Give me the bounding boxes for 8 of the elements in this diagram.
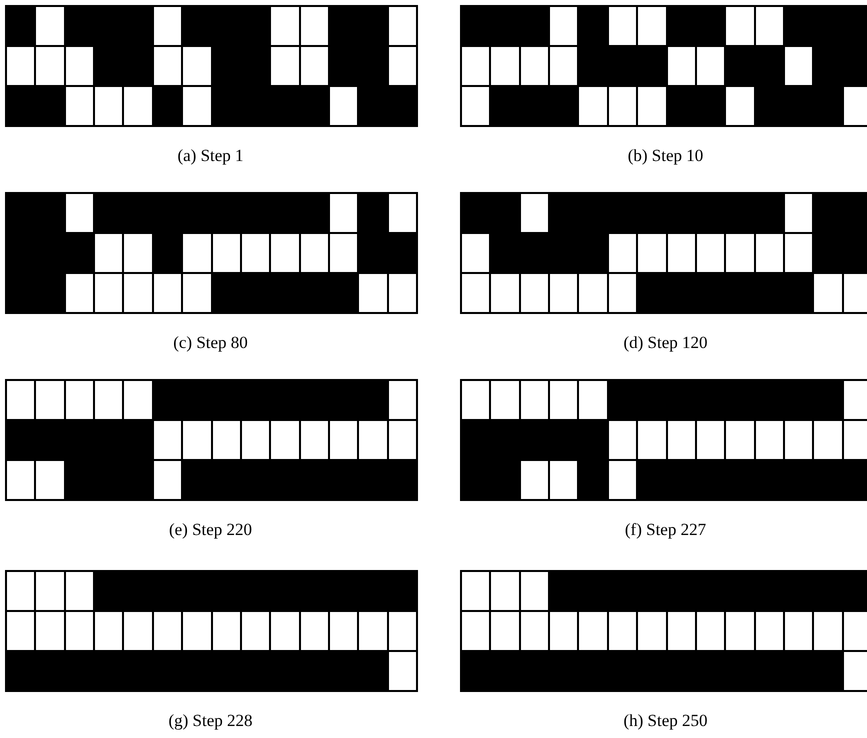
- panel-caption: (d) Step 120: [622, 333, 709, 353]
- panel-caption: (g) Step 228: [167, 711, 254, 731]
- panel-caption: (c) Step 80: [172, 333, 249, 353]
- panel-caption: (a) Step 1: [176, 146, 245, 166]
- panel-caption: (h) Step 250: [622, 711, 709, 731]
- panel-caption: (e) Step 220: [168, 520, 254, 540]
- panel-caption: (b) Step 10: [626, 146, 704, 166]
- panel-caption: (f) Step 227: [624, 520, 708, 540]
